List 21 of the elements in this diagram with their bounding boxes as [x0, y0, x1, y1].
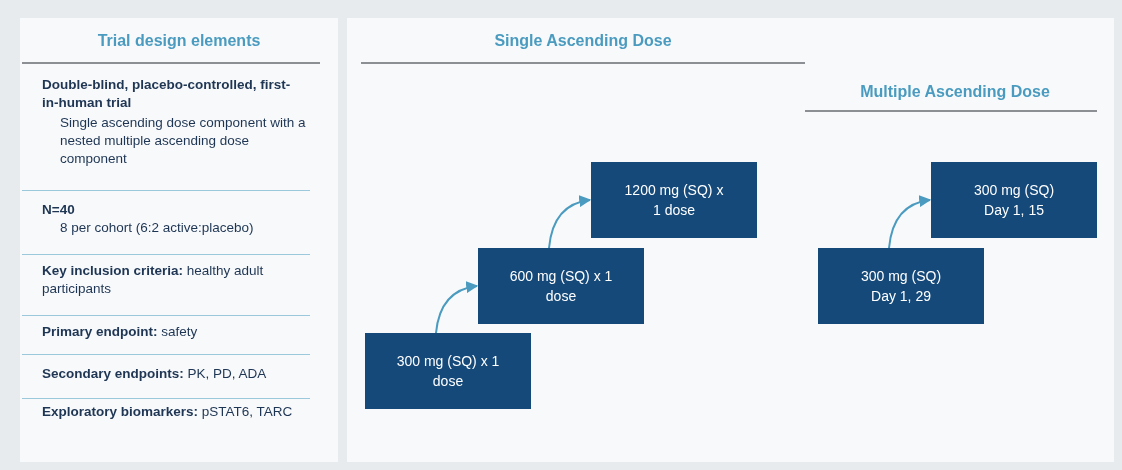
criteria-text: 8 per cohort (6:2 active:placebo) — [60, 219, 255, 237]
section-heading: Trial design elements — [96, 32, 262, 50]
section-heading: Single Ascending Dose — [493, 32, 673, 50]
curved-arrow — [548, 195, 592, 249]
criteria-text: Primary endpoint: safety — [42, 323, 199, 341]
criteria-text: N=40 — [42, 201, 76, 219]
panel-background — [347, 18, 1114, 462]
panel-background — [20, 18, 338, 462]
curved-arrow — [435, 281, 479, 334]
criteria-text: Secondary endpoints: PK, PD, ADA — [42, 365, 268, 383]
dose-box: 300 mg (SQ) Day 1, 29 — [818, 248, 984, 324]
dose-box: 300 mg (SQ) Day 1, 15 — [931, 162, 1097, 238]
dose-box: 1200 mg (SQ) x 1 dose — [591, 162, 757, 238]
dose-box: 600 mg (SQ) x 1 dose — [478, 248, 644, 324]
criteria-text: Key inclusion criteria: healthy adult participants — [42, 262, 265, 298]
criteria-text: Single ascending dose component with a nested multiple ascending dose component — [60, 114, 307, 168]
criteria-text: Double-blind, placebo-controlled, first-in-human trial — [42, 76, 292, 112]
section-heading: Multiple Ascending Dose — [859, 83, 1051, 101]
criteria-text: Exploratory biomarkers: pSTAT6, TARC — [42, 403, 294, 421]
curved-arrow — [888, 195, 932, 249]
dose-box: 300 mg (SQ) x 1 dose — [365, 333, 531, 409]
